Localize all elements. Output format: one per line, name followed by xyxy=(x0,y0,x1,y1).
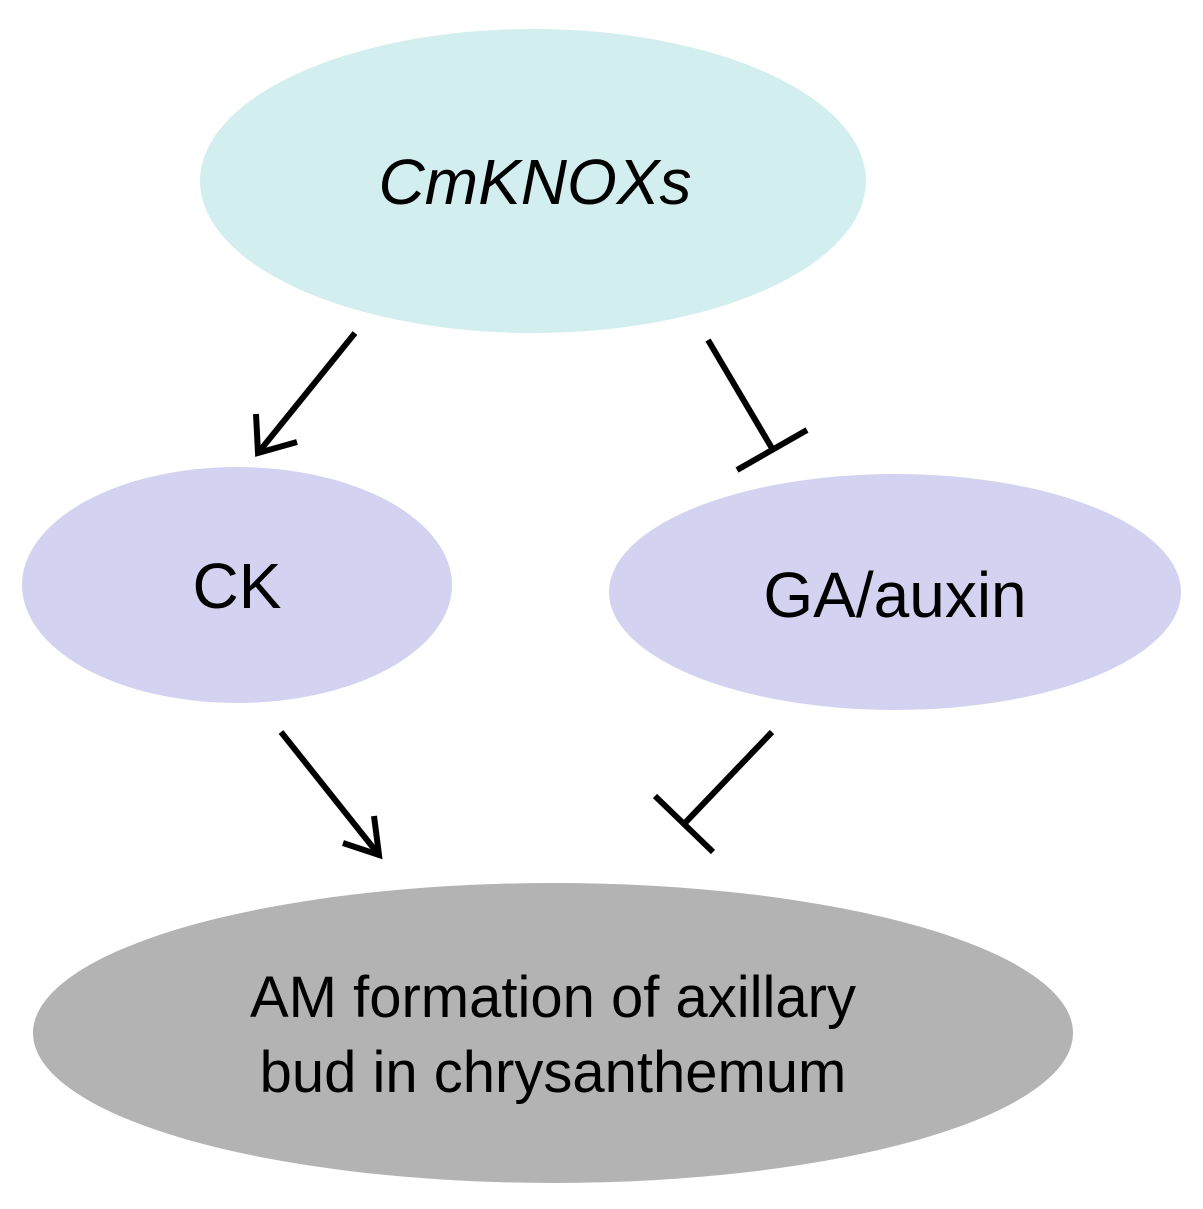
node-am-formation: AM formation of axillary bud in chrysant… xyxy=(33,883,1073,1183)
node-ga-auxin: GA/auxin xyxy=(609,474,1181,710)
inhibition-bar-icon xyxy=(735,427,809,473)
edge-cmknox-to-ga-auxin-shaft xyxy=(705,338,776,452)
arrowhead-icon xyxy=(342,815,383,860)
node-ga-auxin-shape xyxy=(609,474,1181,710)
inhibition-bar-icon xyxy=(652,793,716,855)
edge-cmknox-to-ga-auxin-inhibition xyxy=(705,338,809,473)
node-am-formation-label-line-2: bud in chrysanthemum xyxy=(260,1040,847,1105)
node-ck: CK xyxy=(22,467,452,703)
edge-cmknox-to-ck-shaft xyxy=(255,331,358,455)
node-cmknox: CmKNOXs xyxy=(200,29,866,333)
edge-ga-auxin-to-am-shaft xyxy=(681,729,775,827)
node-am-formation-shape xyxy=(33,883,1073,1183)
edge-ga-auxin-to-am-inhibition xyxy=(652,729,775,855)
node-am-formation-label-line-1: AM formation of axillary xyxy=(250,965,856,1030)
edge-ck-to-am-activation xyxy=(278,730,383,860)
node-cmknox-label: CmKNOXs xyxy=(379,146,692,218)
node-ga-auxin-label: GA/auxin xyxy=(763,559,1026,631)
node-ck-label: CK xyxy=(193,550,282,622)
edge-ck-to-am-shaft xyxy=(278,730,382,857)
node-cmknox-shape xyxy=(200,29,866,333)
edge-cmknox-to-ck-activation xyxy=(253,331,358,457)
arrowhead-icon xyxy=(253,413,298,457)
node-ck-shape xyxy=(22,467,452,703)
